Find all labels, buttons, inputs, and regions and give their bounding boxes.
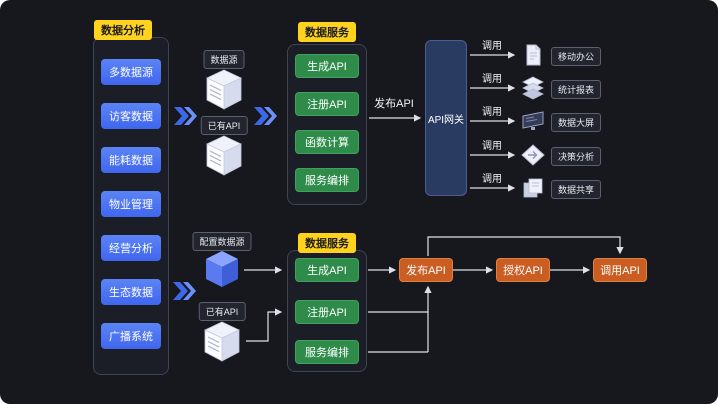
step-publish-api: 发布API <box>399 258 453 282</box>
decision-icon <box>521 143 545 167</box>
analysis-item-property-mgmt: 物业管理 <box>101 191 161 217</box>
analysis-item-biz-analysis: 经营分析 <box>101 235 161 261</box>
mobile-office-icon <box>521 43 545 67</box>
endpoint-pill-mobile-office: 移动办公 <box>551 47 602 66</box>
server-icon <box>202 320 242 364</box>
analysis-item-broadcast: 广播系统 <box>101 323 161 349</box>
analysis-item-multi-source: 多数据源 <box>101 59 161 85</box>
fast-forward-icon <box>171 281 197 301</box>
invoke-label-4: 调用 <box>482 141 502 152</box>
step-authorize-api: 授权API <box>496 258 550 282</box>
step-invoke-api: 调用API <box>593 258 647 282</box>
analysis-item-energy-data: 能耗数据 <box>101 147 161 173</box>
fast-forward-icon <box>172 106 198 126</box>
service-item-generate-api-b: 生成API <box>295 258 359 282</box>
data-service-tag-top: 数据服务 <box>298 22 356 42</box>
server-icon <box>204 68 244 112</box>
source-pill: 数据源 <box>203 50 245 69</box>
arrow-publish-skip-to-invoke <box>427 236 624 256</box>
config-source-pill: 配置数据源 <box>192 232 252 251</box>
invoke-label-3: 调用 <box>482 107 502 118</box>
data-screen-icon <box>521 109 545 133</box>
report-layers-icon <box>521 76 545 100</box>
arrow-server-to-register <box>246 308 283 342</box>
endpoint-pill-data-screen: 数据大屏 <box>551 113 602 132</box>
publish-api-label: 发布API <box>374 98 414 110</box>
service-item-function-compute: 函数计算 <box>295 130 359 154</box>
analysis-item-eco-data: 生态数据 <box>101 279 161 305</box>
fast-forward-icon <box>252 106 278 126</box>
endpoint-pill-share: 数据共享 <box>551 180 602 199</box>
server-icon <box>204 134 244 178</box>
invoke-label-1: 调用 <box>482 41 502 52</box>
data-analysis-tag: 数据分析 <box>94 20 152 40</box>
share-sheets-icon <box>521 176 545 200</box>
invoke-label-5: 调用 <box>482 174 502 185</box>
api-gateway-node: API网关 <box>425 40 467 196</box>
endpoint-pill-decision: 决策分析 <box>551 147 602 166</box>
data-service-tag-bottom: 数据服务 <box>298 233 356 253</box>
invoke-label-2: 调用 <box>482 74 502 85</box>
service-item-orchestration: 服务编排 <box>295 168 359 192</box>
endpoint-pill-report: 统计报表 <box>551 80 602 99</box>
analysis-item-visitor-data: 访客数据 <box>101 103 161 129</box>
service-item-register-api: 注册API <box>295 92 359 116</box>
service-item-orchestration-b: 服务编排 <box>295 340 359 364</box>
service-item-register-api-b: 注册API <box>295 300 359 324</box>
cube-icon <box>204 250 240 290</box>
service-item-generate-api: 生成API <box>295 54 359 78</box>
existing-api-pill-bottom: 已有API <box>198 302 246 321</box>
existing-api-pill: 已有API <box>200 116 248 135</box>
